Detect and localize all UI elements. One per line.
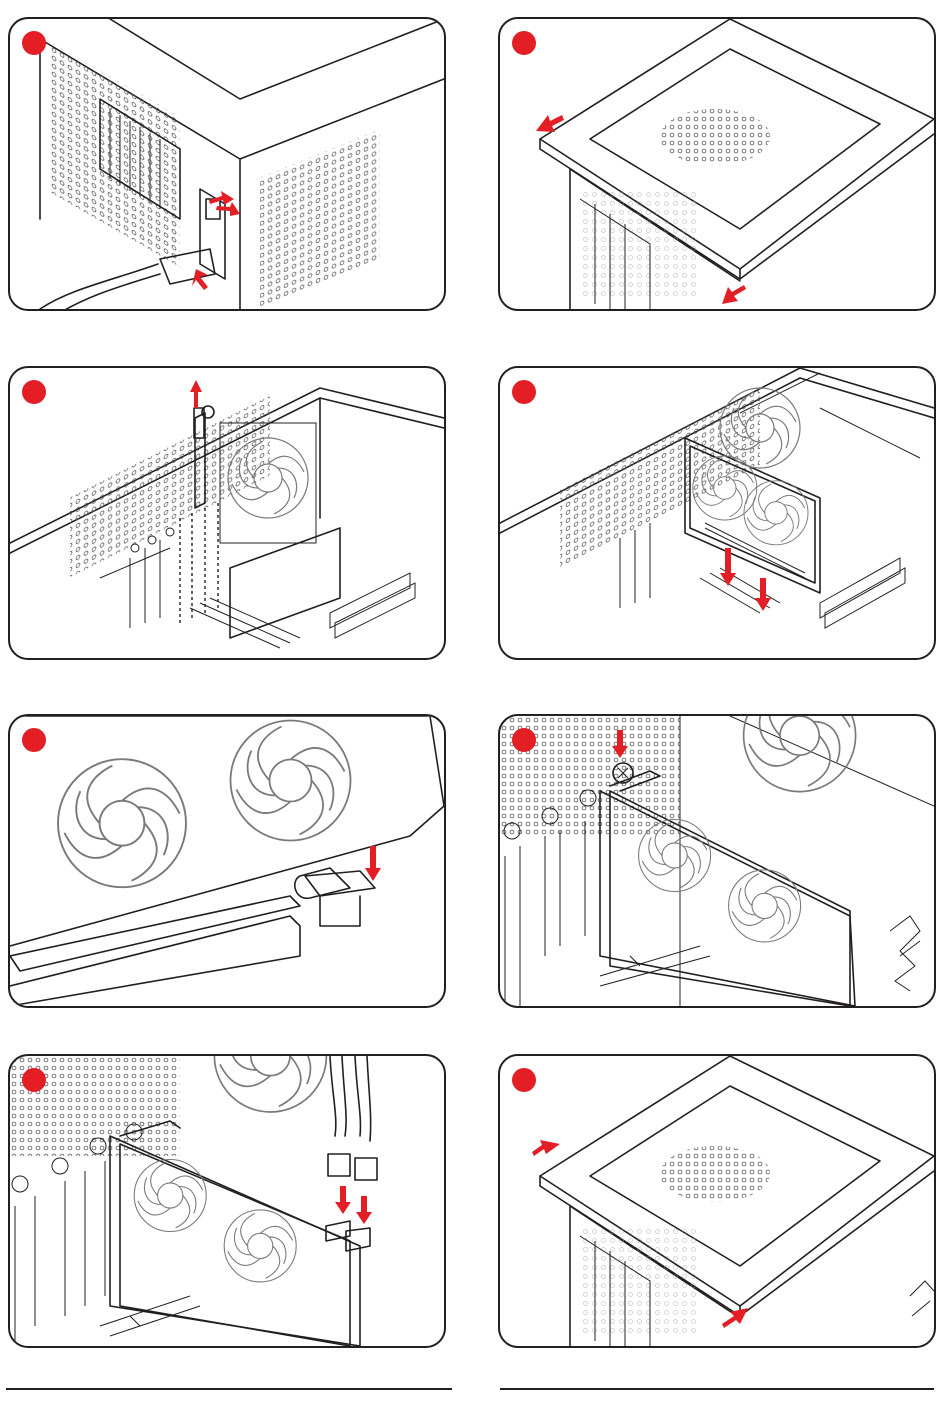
- step-5-panel: [8, 714, 446, 1008]
- footer-rule-right: [500, 1388, 934, 1390]
- step-4-marker: [512, 380, 536, 404]
- footer-rule-left: [6, 1388, 452, 1390]
- step-1-panel: [8, 17, 446, 311]
- step-8-panel: [498, 1054, 936, 1348]
- step-6-panel: [498, 714, 936, 1008]
- step-6-marker: [512, 728, 536, 752]
- step-3-panel: [8, 366, 446, 660]
- step-3-marker: [22, 380, 46, 404]
- step-8-marker: [512, 1068, 536, 1092]
- step-7-panel: [8, 1054, 446, 1348]
- step-8-illustration: [500, 1056, 934, 1346]
- step-2-marker: [512, 31, 536, 55]
- step-7-illustration: [10, 1056, 444, 1346]
- step-5-marker: [22, 728, 46, 752]
- step-5-illustration: [10, 716, 444, 1006]
- step-1-illustration: [10, 19, 444, 309]
- step-4-illustration: [500, 368, 934, 658]
- step-6-illustration: [500, 716, 934, 1006]
- step-3-illustration: [10, 368, 444, 658]
- step-4-panel: [498, 366, 936, 660]
- step-2-panel: [498, 17, 936, 311]
- step-2-illustration: [500, 19, 934, 309]
- step-7-marker: [22, 1068, 46, 1092]
- step-1-marker: [22, 31, 46, 55]
